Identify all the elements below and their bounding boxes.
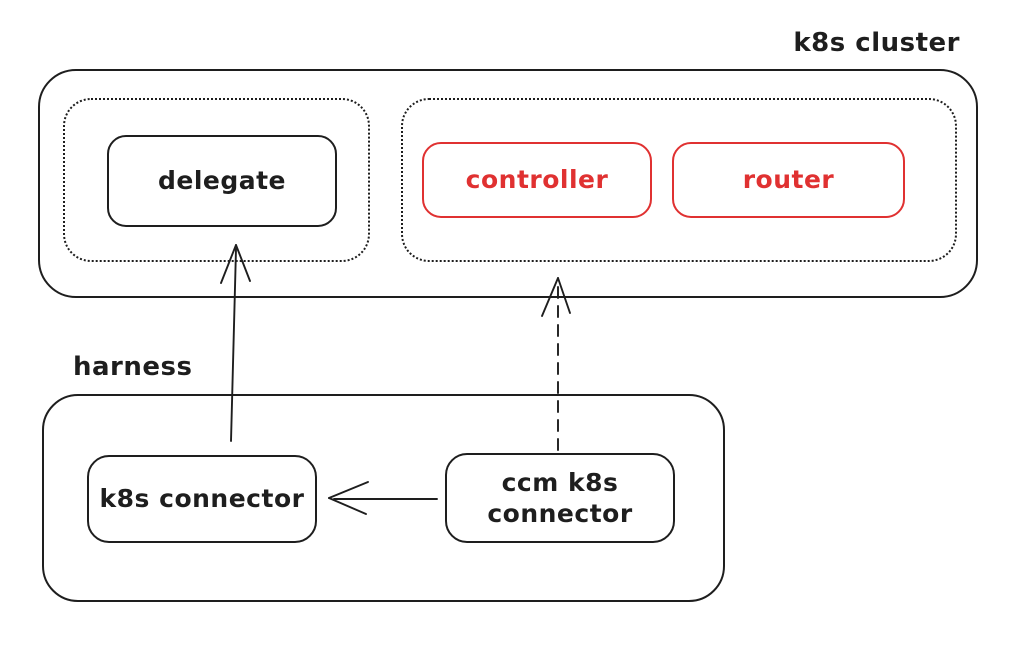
controller-router-dotted-group [401, 98, 957, 262]
controller-node: controller [422, 142, 652, 218]
delegate-node: delegate [107, 135, 337, 227]
k8s-connector-node: k8s connector [87, 455, 317, 543]
k8s-cluster-container [38, 69, 978, 298]
router-node-label: router [742, 165, 835, 195]
harness-container [42, 394, 725, 602]
harness-label: harness [73, 352, 193, 382]
k8s-connector-node-label: k8s connector [99, 484, 305, 514]
ccm-k8s-connector-node-label: ccm k8s connector [487, 467, 633, 528]
delegate-dotted-group [63, 98, 370, 262]
delegate-node-label: delegate [157, 166, 287, 196]
ccm-k8s-connector-node: ccm k8s connector [445, 453, 675, 543]
controller-node-label: controller [465, 165, 609, 195]
k8s-cluster-label: k8s cluster [793, 28, 960, 58]
router-node: router [672, 142, 905, 218]
